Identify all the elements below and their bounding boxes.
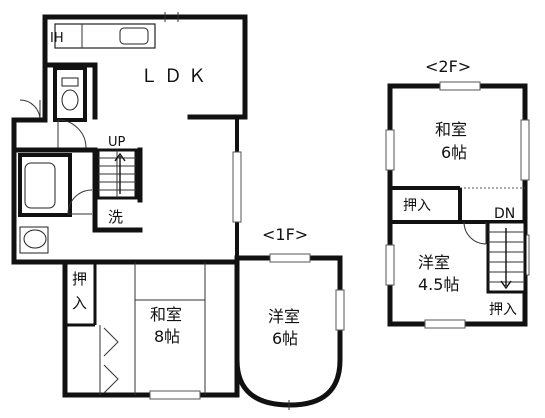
washitsu-6-name: 和室: [435, 120, 467, 139]
wash-label: 洗: [108, 208, 123, 226]
oshiire-2f-left-label: 押入: [403, 198, 431, 214]
kitchen-sink: [119, 27, 149, 45]
oshiire-2f-right-label: 押入: [489, 302, 517, 318]
ldk-label: ＬＤＫ: [140, 66, 212, 87]
youshitsu-right-window: [335, 289, 345, 331]
washitsu-6-size: 6帖: [441, 143, 467, 162]
up-label: UP: [108, 135, 126, 150]
ih-label: IH: [50, 31, 64, 46]
oshiire-1f-label-2: 入: [72, 294, 87, 312]
toilet-door-arc: [57, 119, 87, 149]
washitsu-bottom-window: [149, 390, 201, 400]
stair-walls: [92, 147, 143, 233]
toilet-icon: [61, 89, 79, 111]
youshitsu-top-window: [269, 253, 311, 263]
stairs-down-arrow: [500, 228, 512, 290]
youshitsu-6-size: 6帖: [272, 329, 298, 348]
washitsu-8-size: 8帖: [154, 327, 180, 346]
youshitsu-6-walls: [234, 255, 343, 408]
floor-1: IH ＬＤＫ UP 洗 押 入 和室 8帖 洋室 6帖 <1F>: [11, 12, 345, 410]
toilet-room: [53, 66, 87, 122]
washbasin: [23, 229, 47, 249]
bathroom: [18, 153, 72, 217]
floor-2: <2F> 和室 6帖 押入: [385, 57, 530, 329]
floor-2-label: <2F>: [425, 57, 471, 76]
stair-door-arc: [463, 221, 487, 245]
bathtub: [24, 162, 56, 209]
ldk-right-window: [232, 151, 242, 223]
floor-1-label: <1F>: [262, 225, 308, 244]
ldk-walls: [42, 14, 248, 120]
closet-sliders: [99, 325, 119, 395]
oshiire-1f-label-1: 押: [72, 270, 87, 288]
entry-door-arc: [19, 99, 41, 121]
stairs-up-arrow: [114, 152, 126, 194]
youshitsu-6-name: 洋室: [268, 307, 300, 326]
tatami-lines: [134, 262, 206, 395]
washitsu-8-walls: [62, 259, 240, 398]
dn-label: DN: [494, 206, 515, 222]
washroom-door-arc: [67, 189, 93, 215]
youshitsu-45-name: 洋室: [418, 253, 450, 272]
washitsu-8-name: 和室: [150, 305, 182, 324]
youshitsu-45-size: 4.5帖: [418, 275, 459, 294]
left-walls: [11, 62, 98, 265]
